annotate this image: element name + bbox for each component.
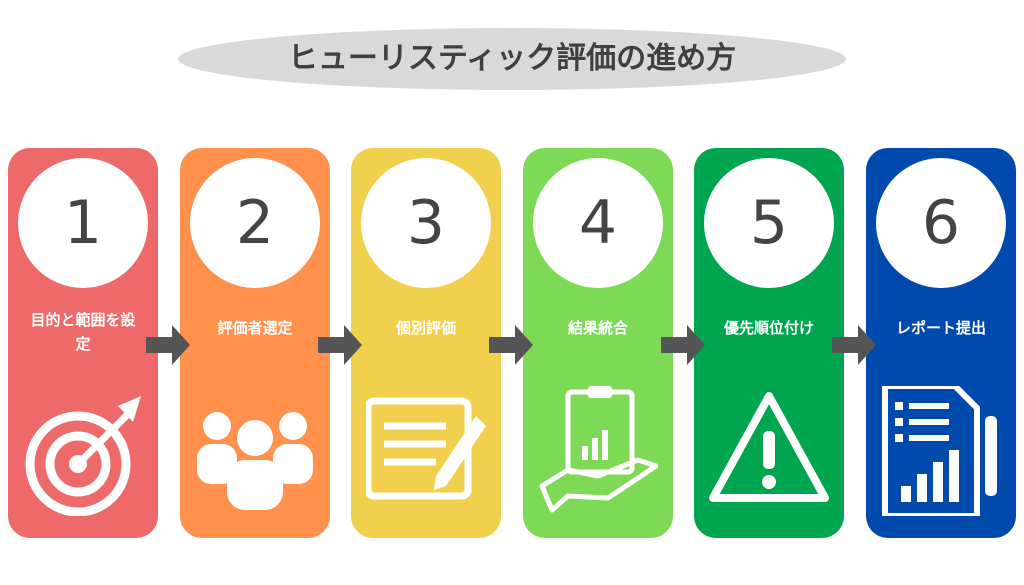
step-number: 5: [704, 158, 834, 288]
step-label: 目的と範囲を設定: [30, 311, 136, 353]
step-card-1: 1 目的と範囲を設定: [8, 148, 158, 538]
step-number: 2: [190, 158, 320, 288]
people-icon: [197, 412, 313, 510]
step-card-2: 2 評価者選定: [180, 148, 330, 538]
step-card-6: 6 レポート提出: [866, 148, 1016, 538]
document-pencil-icon: [366, 397, 486, 500]
step-label: 個別評価: [395, 319, 456, 337]
step-number: 1: [18, 158, 148, 288]
step-card-4: 4 結果統合: [523, 148, 673, 538]
step-label: 優先順位付け: [723, 319, 814, 337]
step-number: 3: [361, 158, 491, 288]
step-card-5: 5 優先順位付け: [694, 148, 844, 538]
arrow-right-icon: [489, 325, 533, 365]
report-icon: [882, 386, 997, 516]
title-background: [178, 28, 846, 90]
step-label: 評価者選定: [217, 319, 293, 337]
arrow-right-icon: [661, 325, 705, 365]
clipboard-hand-icon: [539, 386, 658, 513]
arrow-right-icon: [832, 325, 876, 365]
warning-icon: [709, 392, 829, 502]
target-icon: [25, 396, 141, 516]
step-label: レポート提出: [895, 319, 986, 337]
arrow-right-icon: [318, 325, 362, 365]
page-title: ヒューリスティック評価の進め方: [287, 41, 737, 76]
step-number: 4: [533, 158, 663, 288]
arrow-right-icon: [146, 325, 190, 365]
step-card-3: 3 個別評価: [351, 148, 501, 538]
step-number: 6: [876, 158, 1006, 288]
step-label: 結果統合: [567, 319, 628, 337]
